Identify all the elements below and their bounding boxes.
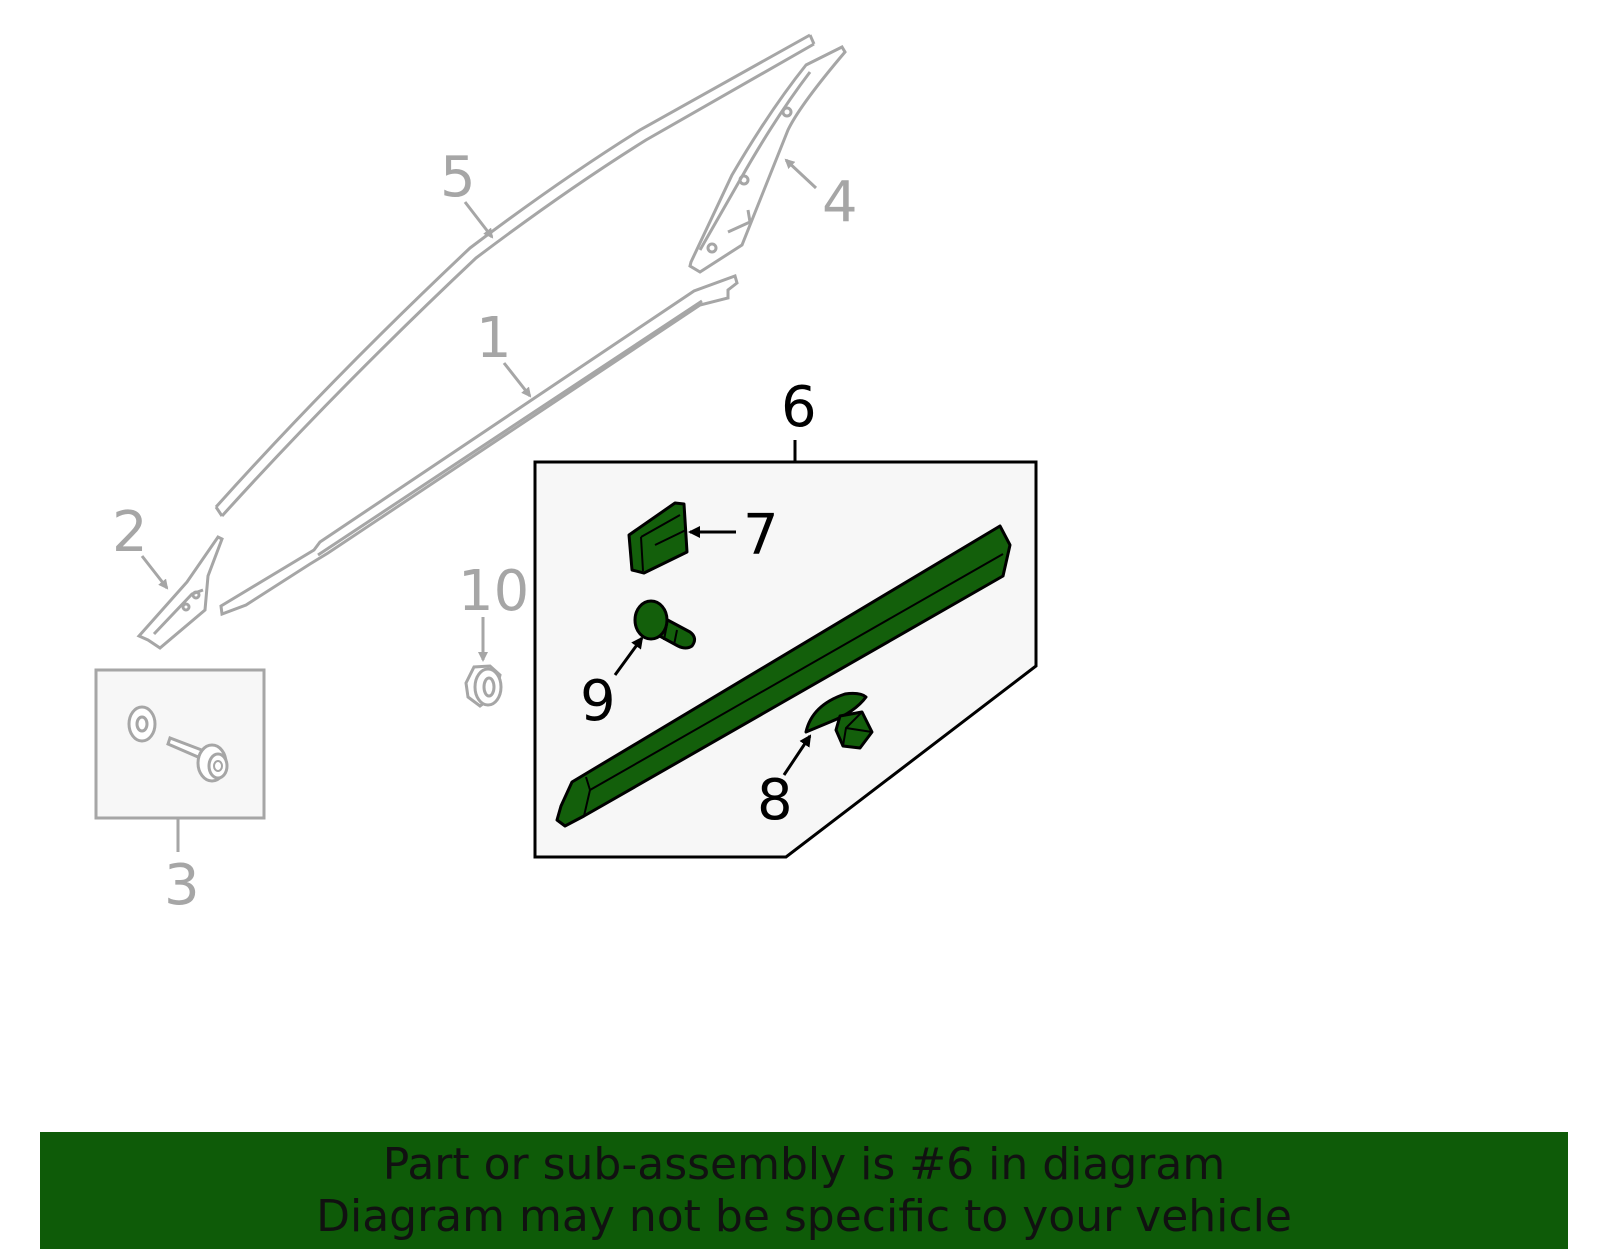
callout-8: 8	[757, 768, 793, 833]
part-2-corner-piece	[136, 535, 224, 650]
callout-9: 9	[580, 669, 616, 734]
callout-3: 3	[164, 853, 200, 918]
callout-10: 10	[458, 559, 529, 624]
callout-1: 1	[476, 306, 512, 371]
part-4-pillar-garnish	[688, 45, 847, 274]
part-5-roof-molding	[214, 33, 816, 518]
door-molding-highlighted	[555, 524, 1012, 828]
callout-5: 5	[440, 145, 476, 210]
banner-line-1: Part or sub-assembly is #6 in diagram	[382, 1139, 1226, 1190]
callout-7: 7	[743, 503, 779, 568]
part-7-end-cap	[627, 501, 689, 575]
part-3-hardware-box	[94, 668, 266, 852]
info-banner: Part or sub-assembly is #6 in diagram Di…	[40, 1132, 1568, 1249]
callout-2: 2	[112, 500, 148, 565]
gray-leader-arrows	[140, 158, 818, 662]
part-10-nut	[464, 664, 503, 708]
callout-4: 4	[822, 170, 858, 235]
part-8-clip	[804, 691, 874, 750]
part-9-screw	[633, 599, 697, 650]
black-leader-arrows	[613, 526, 812, 776]
callout-6: 6	[781, 375, 817, 440]
banner-line-2: Diagram may not be specific to your vehi…	[316, 1191, 1292, 1242]
part-1-belt-molding	[219, 274, 739, 617]
